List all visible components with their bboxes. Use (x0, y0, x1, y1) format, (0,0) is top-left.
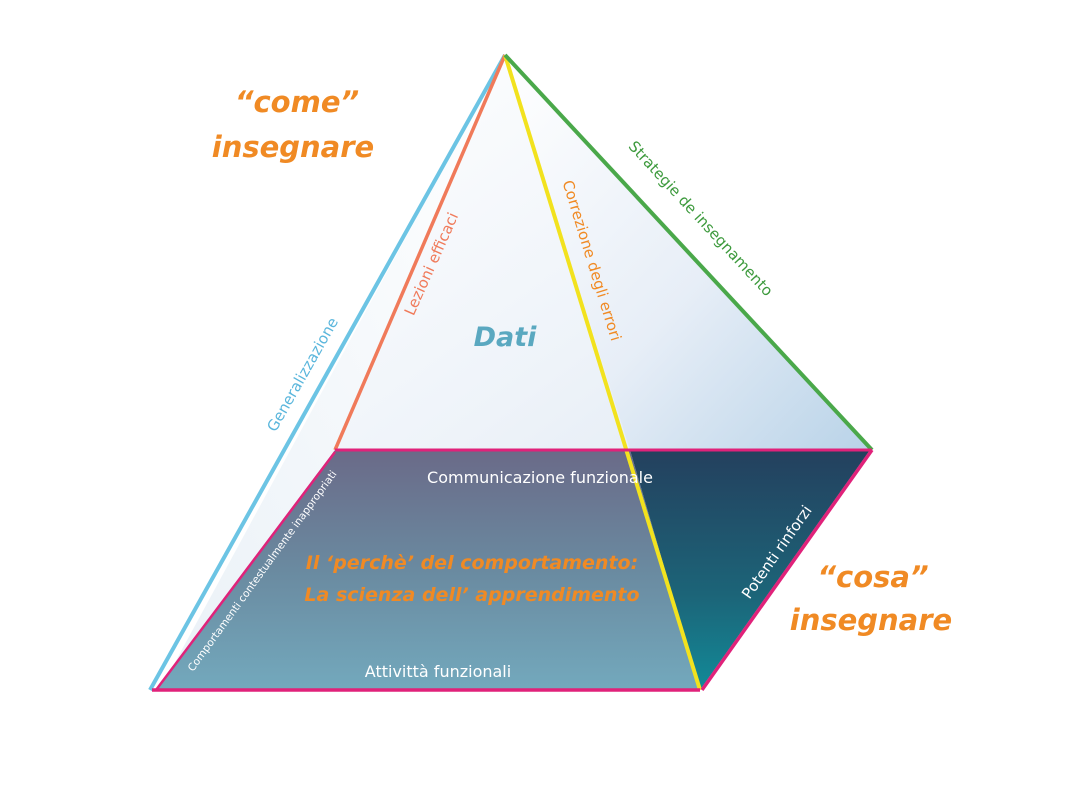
what-title-line1: “cosa” (817, 560, 928, 594)
base-face-right (630, 450, 870, 690)
functional-activities-label: Attivittà funzionali (365, 662, 511, 681)
base-center-title-line1: Il ‘perchè’ del comportamento: (306, 552, 638, 574)
what-title-line2: insegnare (790, 603, 952, 637)
how-title-line2: insegnare (212, 130, 374, 164)
edge-effective-lessons-line (333, 54, 507, 451)
base-right-edge-line (700, 448, 874, 692)
how-title-line1: “come” (235, 85, 359, 119)
apex-data-label: Dati (474, 322, 538, 353)
base-left-edge-line (155, 451, 336, 691)
functional-communication-label: Communicazione funzionale (427, 468, 653, 487)
base-center-title-line2: La scienza dell’ apprendimento (304, 584, 639, 606)
edge-generalization-line (148, 54, 507, 691)
face-left (160, 55, 505, 690)
edge-teaching-strategies-line (503, 53, 874, 452)
edge-error-correction-line (503, 54, 702, 691)
